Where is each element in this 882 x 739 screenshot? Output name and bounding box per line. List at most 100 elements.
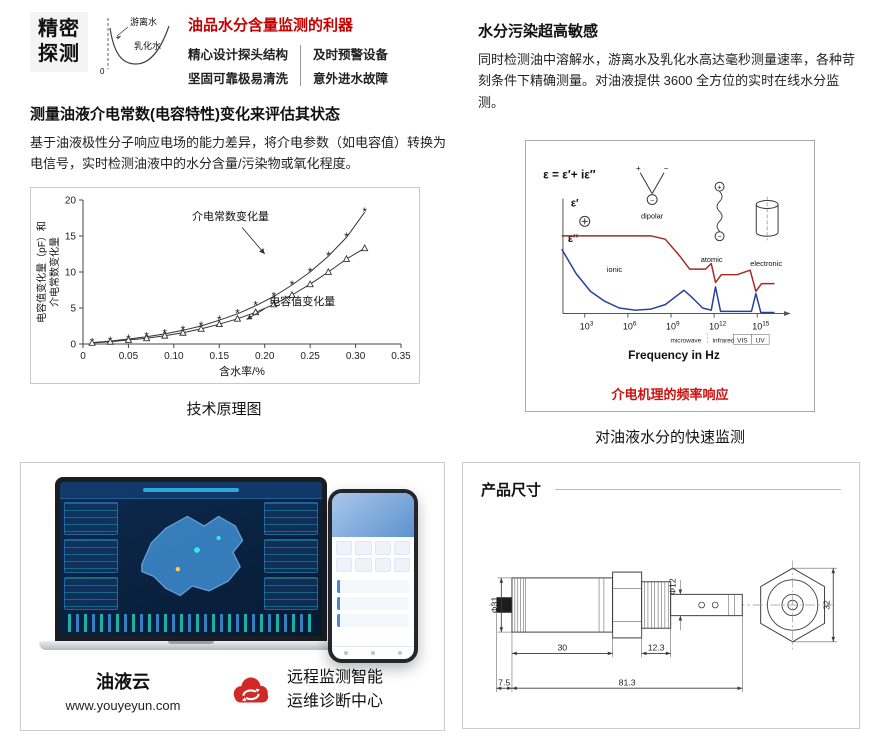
- svg-text:*: *: [326, 249, 331, 263]
- svg-text:10: 10: [65, 267, 77, 278]
- svg-text:0: 0: [70, 339, 76, 350]
- svg-text:0.35: 0.35: [391, 351, 411, 362]
- figure-caption-red: 介电机理的频率响应: [611, 387, 729, 402]
- cloud-platform-mockup: [21, 463, 444, 668]
- sensitivity-body: 同时检测油中溶解水，游离水及乳化水高达毫秒测量速率，各种苛刻条件下精确测量。对油…: [478, 52, 856, 110]
- dashboard-main: [64, 502, 318, 610]
- svg-text:*: *: [290, 278, 295, 292]
- feature-item: 及时预警设备: [313, 48, 389, 62]
- service-line-1: 远程监测智能: [287, 669, 384, 686]
- red-title: 油品水分含量监测的利器: [188, 17, 354, 34]
- svg-text:12.3: 12.3: [648, 642, 665, 652]
- dashboard-right-panels: [264, 502, 318, 610]
- svg-text:*: *: [344, 230, 349, 244]
- svg-text:VIS: VIS: [737, 337, 747, 344]
- service-text: 远程监测智能 运维诊断中心: [287, 666, 383, 714]
- svg-text:介电常数变化量: 介电常数变化量: [192, 209, 269, 223]
- phone-nav-bar: [332, 646, 414, 659]
- service-line-2: 运维诊断中心: [287, 693, 384, 710]
- svg-text:ε′: ε′: [571, 197, 579, 209]
- svg-text:1015: 1015: [752, 320, 770, 331]
- svg-text:20: 20: [65, 195, 77, 206]
- svg-text:0.10: 0.10: [164, 351, 184, 362]
- sensitivity-title: 水分污染超高敏感: [478, 23, 599, 40]
- svg-text:5: 5: [70, 303, 76, 314]
- dashboard-bar-chart: [68, 614, 314, 632]
- svg-text:ε = ε′+ iε″: ε = ε′+ iε″: [543, 168, 596, 182]
- phone-list-row: [337, 580, 409, 593]
- svg-text:103: 103: [580, 320, 594, 331]
- feature-item: 精心设计探头结构: [188, 48, 289, 62]
- feature-item: 意外进水故障: [313, 72, 389, 86]
- title-rule: [555, 489, 841, 490]
- svg-text:109: 109: [666, 320, 680, 331]
- svg-text:106: 106: [623, 320, 637, 331]
- svg-text:*: *: [271, 289, 276, 303]
- svg-text:*: *: [308, 265, 313, 279]
- principle-figure-caption: 技术原理图: [186, 400, 262, 418]
- brand-precision-detection: 精密 探测: [30, 12, 88, 72]
- cloud-caption-row: 油液云 www.youyeyun.com 远程监测智能 运维诊断中心: [21, 666, 444, 714]
- feature-divider: [300, 45, 302, 86]
- svg-text:Frequency in Hz: Frequency in Hz: [628, 348, 720, 362]
- feature-list: 精心设计探头结构 坚固可靠极易清洗 及时预警设备 意外进水故障: [188, 44, 454, 87]
- svg-text:*: *: [217, 313, 222, 327]
- svg-text:*: *: [253, 299, 258, 313]
- brand-line-2: 探测: [38, 43, 80, 65]
- svg-text:32: 32: [821, 600, 831, 610]
- principle-body: 基于油液极性分子响应电场的能力差异，将介电参数（如电容值）转换为电信号，实时检测…: [30, 135, 447, 172]
- svg-text:Φ12: Φ12: [668, 578, 678, 595]
- svg-text:0.15: 0.15: [210, 351, 230, 362]
- emulsified-water-label: 乳化水: [134, 40, 161, 51]
- svg-text:介电常数变化量: 介电常数变化量: [48, 237, 61, 307]
- dashboard-header: [60, 482, 322, 499]
- svg-text:0.05: 0.05: [119, 351, 139, 362]
- svg-text:−: −: [664, 164, 669, 173]
- feature-item: 坚固可靠极易清洗: [188, 72, 289, 86]
- cloud-identity: 油液云 www.youyeyun.com: [47, 668, 199, 713]
- principle-heading: 测量油液介电常数(电容特性)变化来评估其状态: [30, 106, 340, 123]
- svg-text:0: 0: [80, 351, 86, 362]
- laptop-screen: [55, 477, 327, 641]
- phone-stat-cards: [332, 537, 414, 576]
- svg-text:1012: 1012: [709, 320, 727, 331]
- cloud-url[interactable]: www.youyeyun.com: [65, 697, 181, 713]
- svg-text:*: *: [235, 306, 240, 320]
- svg-text:−: −: [650, 198, 654, 205]
- arrow-icon: [116, 35, 122, 40]
- laptop-base: [39, 641, 343, 650]
- svg-text:dipolar: dipolar: [641, 211, 664, 220]
- svg-text:电容值变化量: 电容值变化量: [269, 294, 335, 308]
- svg-text:infrared: infrared: [713, 337, 735, 344]
- header-left: 精密 探测 游离水 乳化水 0 油品水分含量监测的利器 精心设计探头结构 坚固可…: [30, 12, 454, 87]
- phone-map-banner: [332, 493, 414, 537]
- china-map: [122, 502, 260, 610]
- brand-line-1: 精密: [38, 18, 80, 40]
- svg-text:*: *: [362, 205, 367, 219]
- freq-figure-caption: 对油液水分的快速监测: [594, 429, 745, 446]
- phone-list-row: [337, 614, 409, 627]
- dashboard-left-panels: [64, 502, 118, 610]
- feature-column-left: 精心设计探头结构 坚固可靠极易清洗: [188, 44, 288, 87]
- svg-text:electronic: electronic: [750, 259, 782, 268]
- laptop: [39, 477, 343, 650]
- svg-text:−: −: [718, 234, 722, 241]
- svg-text:0.20: 0.20: [255, 351, 275, 362]
- svg-text:ε″: ε″: [568, 233, 579, 245]
- svg-text:microwave: microwave: [670, 337, 701, 344]
- svg-text:含水率/%: 含水率/%: [219, 364, 265, 378]
- dims-title-row: 产品尺寸: [481, 479, 841, 500]
- principle-section: 测量油液介电常数(电容特性)变化来评估其状态 基于油液极性分子响应电场的能力差异…: [30, 103, 454, 419]
- phone-list-row: [337, 597, 409, 610]
- svg-text:atomic: atomic: [701, 255, 723, 264]
- origin-label: 0: [100, 67, 105, 76]
- feature-column-right: 及时预警设备 意外进水故障: [313, 44, 388, 87]
- svg-text:ionic: ionic: [607, 265, 623, 274]
- header-right: 水分污染超高敏感 同时检测油中溶解水，游离水及乳化水高达毫秒测量速率，各种苛刻条…: [478, 20, 862, 113]
- header-left-title-block: 油品水分含量监测的利器 精心设计探头结构 坚固可靠极易清洗 及时预警设备 意外进…: [188, 12, 454, 87]
